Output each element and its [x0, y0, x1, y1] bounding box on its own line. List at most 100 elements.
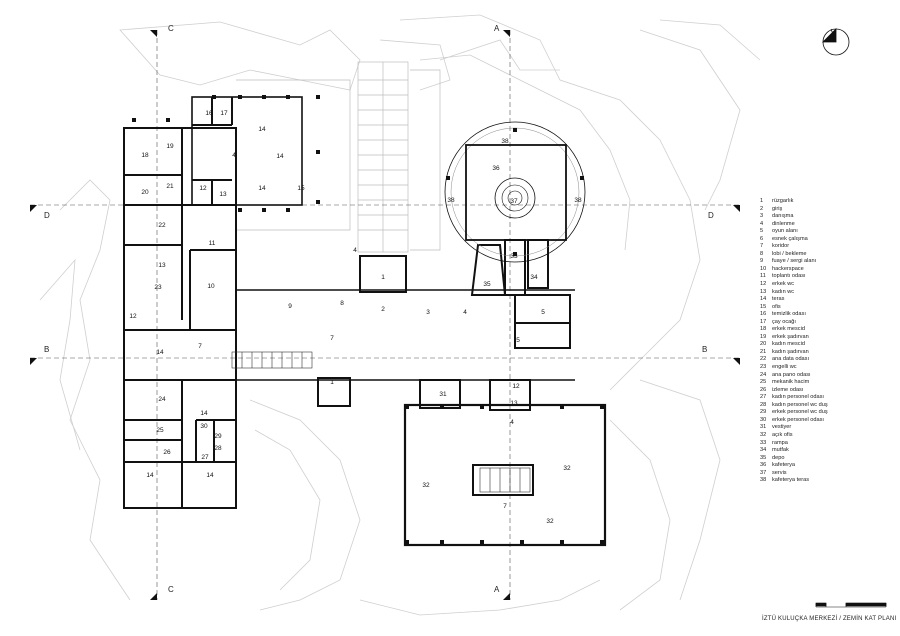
- room-label: 35: [483, 281, 491, 288]
- legend-item: 26 izleme odası: [760, 387, 895, 395]
- room-label: 4: [353, 247, 357, 254]
- legend-label: servis: [772, 469, 787, 476]
- legend-label: kafeterya: [772, 462, 796, 469]
- room-label: 12: [199, 185, 207, 192]
- room-label: 7: [503, 503, 507, 510]
- legend-number: 11: [760, 273, 766, 280]
- legend-label: dinlenme: [772, 220, 795, 227]
- room-label: 8: [340, 300, 344, 307]
- section-mark-b-right: B: [702, 345, 707, 354]
- legend-number: 20: [760, 341, 767, 348]
- legend-number: 14: [760, 296, 767, 303]
- legend-label: rüzgarlık: [772, 198, 794, 204]
- legend-label: erkek şadırvan: [772, 333, 809, 340]
- legend-item: 19 erkek şadırvan: [760, 334, 895, 342]
- legend-label: izleme odası: [772, 386, 804, 393]
- room-label: 12: [129, 313, 137, 320]
- legend-label: temizlik odası: [772, 311, 806, 318]
- room-label: 14: [200, 410, 208, 417]
- legend-number: 10: [760, 265, 767, 272]
- room-label: 13: [219, 191, 227, 198]
- legend-label: koridor: [772, 243, 790, 250]
- legend-number: 32: [760, 431, 767, 438]
- room-label: 34: [530, 274, 538, 281]
- room-label: 21: [166, 183, 174, 190]
- section-lines: [30, 30, 740, 600]
- room-label: 13: [510, 400, 518, 407]
- room-label: 37: [510, 198, 518, 205]
- legend-number: 13: [760, 288, 767, 295]
- legend-item: 35 depo: [760, 455, 895, 463]
- room-label: 1: [330, 379, 334, 386]
- room-label: 4: [232, 152, 236, 159]
- room-labels: 1 1 2 3 4 4 4 4 5 5 7 7 7 8 9 10 11 12 1…: [129, 110, 582, 525]
- entry-stairs: [236, 61, 441, 253]
- legend-number: 19: [760, 333, 767, 340]
- room-label: 2: [381, 306, 385, 313]
- room-label: 5: [541, 309, 545, 316]
- legend-label: erkek personel odası: [772, 416, 824, 423]
- legend-label: kadın personel wc duş: [772, 401, 828, 408]
- legend-number: 34: [760, 447, 767, 454]
- legend-number: 38: [760, 477, 767, 484]
- legend-number: 33: [760, 439, 767, 446]
- room-label: 12: [512, 383, 520, 390]
- legend-label: çay ocağı: [772, 318, 796, 325]
- room-label: 38: [574, 197, 582, 204]
- scale-bar: [815, 602, 887, 608]
- legend-number: 8: [760, 250, 764, 257]
- room-label: 14: [156, 349, 164, 356]
- structural-columns: [132, 95, 604, 544]
- legend-label: depo: [772, 454, 785, 461]
- legend-label: oyun alanı: [772, 228, 798, 235]
- legend-label: esnek çalışma: [772, 235, 808, 242]
- room-label: 14: [258, 126, 266, 133]
- legend-number: 3: [760, 213, 764, 220]
- room-label: 17: [220, 110, 228, 117]
- room-label: 18: [141, 152, 149, 159]
- room-label: 38: [501, 138, 509, 145]
- legend-number: 26: [760, 386, 767, 393]
- room-label: 16: [205, 110, 213, 117]
- legend-label: engelli wc: [772, 364, 797, 371]
- legend-number: 35: [760, 454, 767, 461]
- legend-label: ofis: [772, 303, 781, 310]
- section-mark-d-left: D: [44, 211, 50, 220]
- room-label: 7: [198, 343, 202, 350]
- room-label: 19: [166, 143, 174, 150]
- room-label: 33: [510, 253, 518, 260]
- legend-item: 8 lobi / bekleme: [760, 251, 895, 259]
- room-label: 38: [447, 197, 455, 204]
- room-label: 7: [330, 335, 334, 342]
- legend-number: 27: [760, 394, 767, 401]
- legend-item: 13 kadın wc: [760, 289, 895, 297]
- legend-number: 12: [760, 281, 767, 288]
- legend-label: kadın wc: [772, 288, 795, 295]
- room-label: 15: [297, 185, 305, 192]
- legend-label: kadın şadırvan: [772, 348, 809, 355]
- legend-number: 7: [760, 243, 764, 250]
- legend-label: lobi / bekleme: [772, 250, 807, 257]
- legend-label: erkek personel wc duş: [772, 409, 828, 416]
- room-label: 26: [163, 449, 171, 456]
- section-mark-c-bottom: C: [168, 585, 174, 594]
- room-label: 1: [381, 274, 385, 281]
